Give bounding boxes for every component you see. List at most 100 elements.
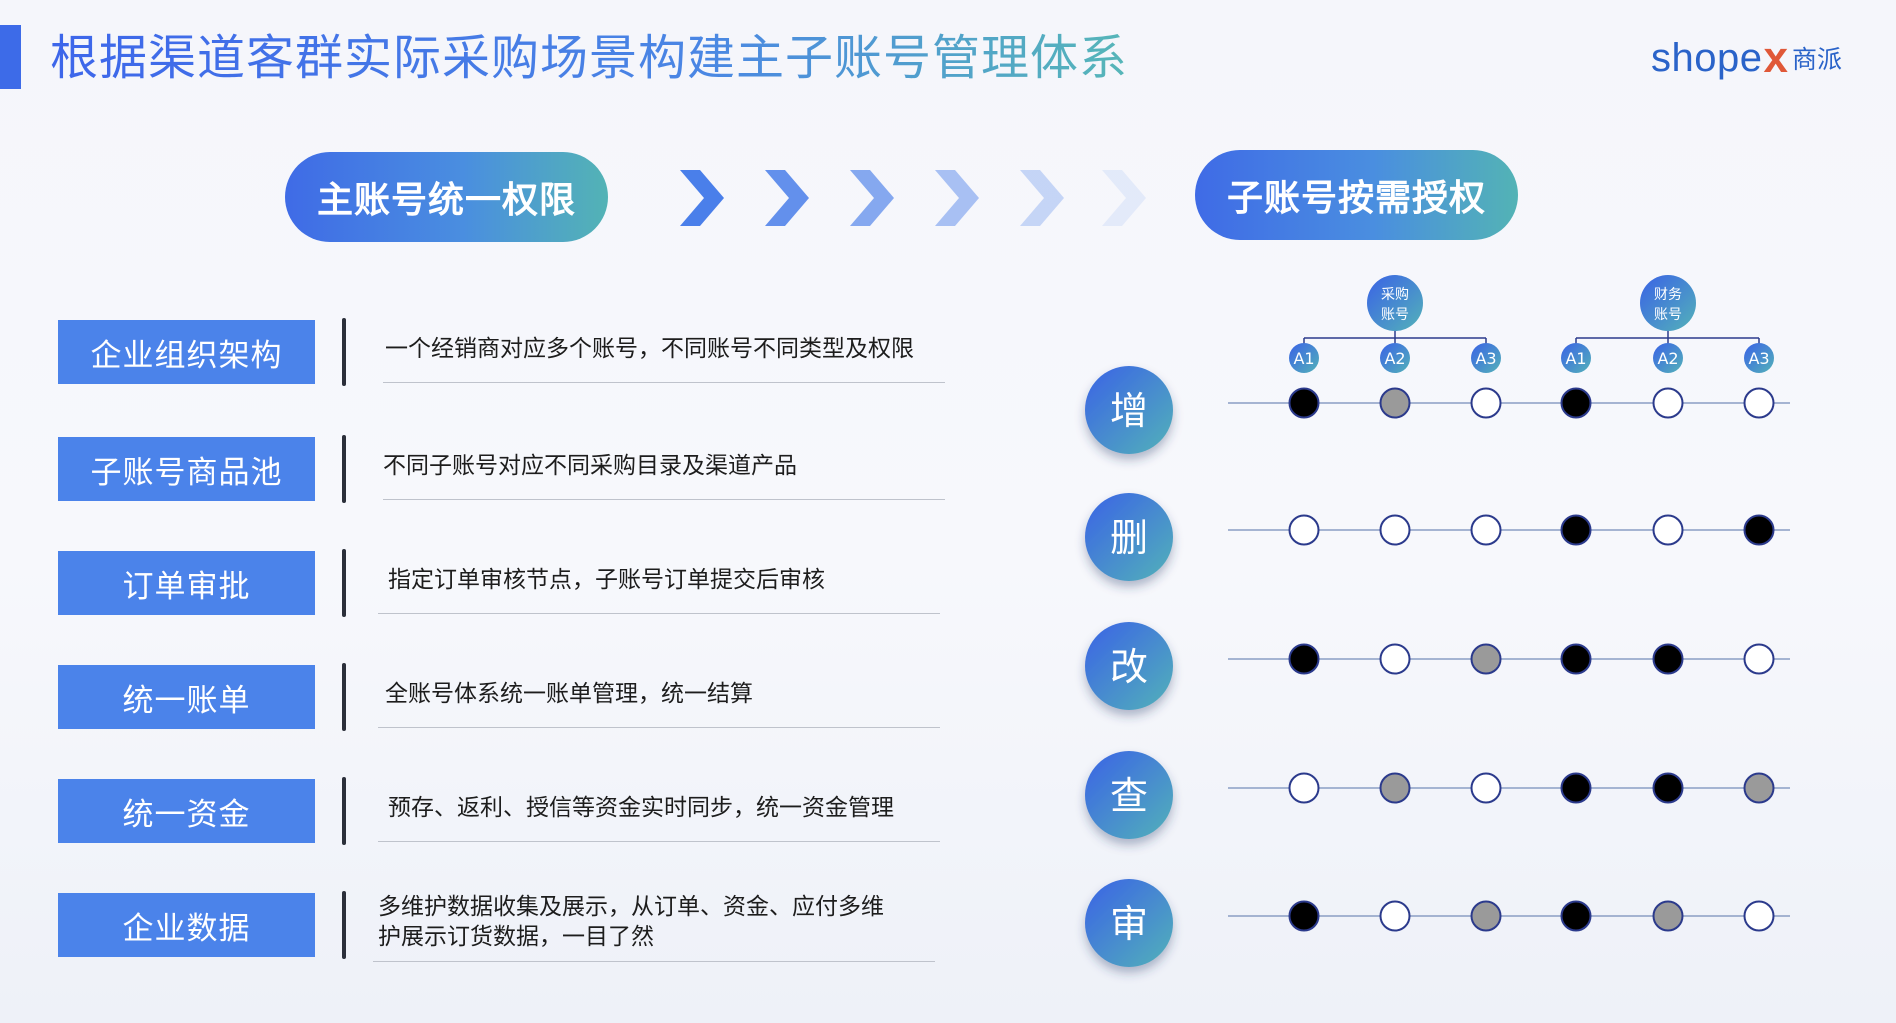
permission-dot-black [1560, 387, 1592, 419]
action-badge [1085, 879, 1173, 967]
feature-divider [342, 777, 346, 845]
feature-description-line: 指定订单审核节点，子账号订单提交后审核 [388, 567, 825, 593]
permission-dot-gray [1379, 772, 1411, 804]
feature-description-line: 预存、返利、授信等资金实时同步，统一资金管理 [388, 795, 894, 821]
feature-description-line: 不同子账号对应不同采购目录及渠道产品 [383, 453, 797, 479]
permission-dot-white [1288, 514, 1320, 546]
action-label: 改 [1110, 645, 1148, 689]
permission-dot-white [1743, 387, 1775, 419]
chevron-right-icon [1018, 170, 1066, 226]
permission-dot-gray [1743, 772, 1775, 804]
feature-divider [342, 318, 346, 386]
group-badge [1367, 275, 1423, 331]
permission-dot-gray [1470, 900, 1502, 932]
permission-dot-gray [1379, 387, 1411, 419]
feature-divider [342, 891, 346, 959]
permission-dot-white [1470, 772, 1502, 804]
group-badge [1640, 275, 1696, 331]
permission-dot-white [1743, 900, 1775, 932]
chevron-right-icon [1100, 170, 1148, 226]
action-label: 删 [1110, 516, 1148, 560]
chevron-right-icon [933, 170, 981, 226]
feature-description-line: 一个经销商对应多个账号，不同账号不同类型及权限 [385, 336, 914, 362]
account-badge [1289, 343, 1319, 373]
feature-description-line: 全账号体系统一账单管理，统一结算 [385, 681, 753, 707]
feature-underline [378, 613, 940, 614]
permission-dot-black [1288, 900, 1320, 932]
permission-dot-black [1560, 514, 1592, 546]
action-label: 查 [1110, 774, 1148, 818]
group-name: 采购 [1381, 287, 1409, 303]
action-badge [1085, 493, 1173, 581]
feature-description: 全账号体系统一账单管理，统一结算 [385, 679, 753, 709]
action-badge [1085, 751, 1173, 839]
permission-dot-white [1470, 387, 1502, 419]
feature-label: 企业数据 [58, 893, 315, 957]
permission-dot-black [1560, 900, 1592, 932]
account-badge [1471, 343, 1501, 373]
feature-description: 一个经销商对应多个账号，不同账号不同类型及权限 [385, 334, 914, 364]
sub-account-pill: 子账号按需授权 [1195, 150, 1518, 240]
permission-dot-black [1652, 772, 1684, 804]
chevron-right-icon [848, 170, 896, 226]
feature-label: 订单审批 [58, 551, 315, 615]
feature-divider [342, 549, 346, 617]
group-name: 财务 [1654, 287, 1682, 303]
feature-underline [378, 727, 940, 728]
action-badge [1085, 366, 1173, 454]
title-accent-bar [0, 25, 21, 89]
account-label: A2 [1657, 349, 1678, 368]
feature-underline [383, 382, 945, 383]
account-label: A1 [1293, 349, 1314, 368]
feature-label: 企业组织架构 [58, 320, 315, 384]
permission-dot-black [1743, 514, 1775, 546]
permission-dot-white [1379, 514, 1411, 546]
group-name: 账号 [1654, 307, 1682, 323]
permission-dot-black [1288, 387, 1320, 419]
group-name: 账号 [1381, 307, 1409, 323]
main-account-pill: 主账号统一权限 [285, 152, 608, 242]
permission-dot-black [1560, 772, 1592, 804]
permission-dot-black [1288, 643, 1320, 675]
account-badge [1653, 343, 1683, 373]
logo-x-mark: x [1763, 33, 1788, 82]
feature-description: 指定订单审核节点，子账号订单提交后审核 [388, 565, 825, 595]
feature-divider [342, 663, 346, 731]
action-label: 审 [1110, 902, 1148, 946]
chevron-right-icon [763, 170, 811, 226]
permission-dot-white [1652, 387, 1684, 419]
feature-description-line: 护展示订货数据，一目了然 [378, 924, 654, 950]
feature-label: 子账号商品池 [58, 437, 315, 501]
feature-description-line: 多维护数据收集及展示，从订单、资金、应付多维 [378, 894, 884, 920]
permission-dot-white [1379, 643, 1411, 675]
chevron-right-icon [678, 170, 726, 226]
feature-underline [373, 961, 935, 962]
account-badge [1561, 343, 1591, 373]
account-label: A3 [1748, 349, 1769, 368]
feature-description: 不同子账号对应不同采购目录及渠道产品 [383, 451, 797, 481]
account-label: A1 [1565, 349, 1586, 368]
page-title: 根据渠道客群实际采购场景构建主子账号管理体系 [50, 22, 1128, 94]
action-badge [1085, 622, 1173, 710]
logo-word: shope [1651, 35, 1763, 80]
permission-dot-white [1288, 772, 1320, 804]
feature-description: 多维护数据收集及展示，从订单、资金、应付多维护展示订货数据，一目了然 [378, 892, 884, 952]
permission-dot-gray [1470, 643, 1502, 675]
permission-dot-black [1652, 643, 1684, 675]
permission-dot-white [1743, 643, 1775, 675]
account-label: A3 [1475, 349, 1496, 368]
action-label: 增 [1110, 389, 1148, 433]
account-badge [1744, 343, 1774, 373]
feature-divider [342, 435, 346, 503]
feature-label: 统一资金 [58, 779, 315, 843]
account-badge [1380, 343, 1410, 373]
feature-underline [383, 499, 945, 500]
permission-dot-white [1652, 514, 1684, 546]
permission-dot-gray [1652, 900, 1684, 932]
permission-dot-white [1379, 900, 1411, 932]
feature-description: 预存、返利、授信等资金实时同步，统一资金管理 [388, 793, 894, 823]
account-label: A2 [1384, 349, 1405, 368]
permission-dot-black [1560, 643, 1592, 675]
